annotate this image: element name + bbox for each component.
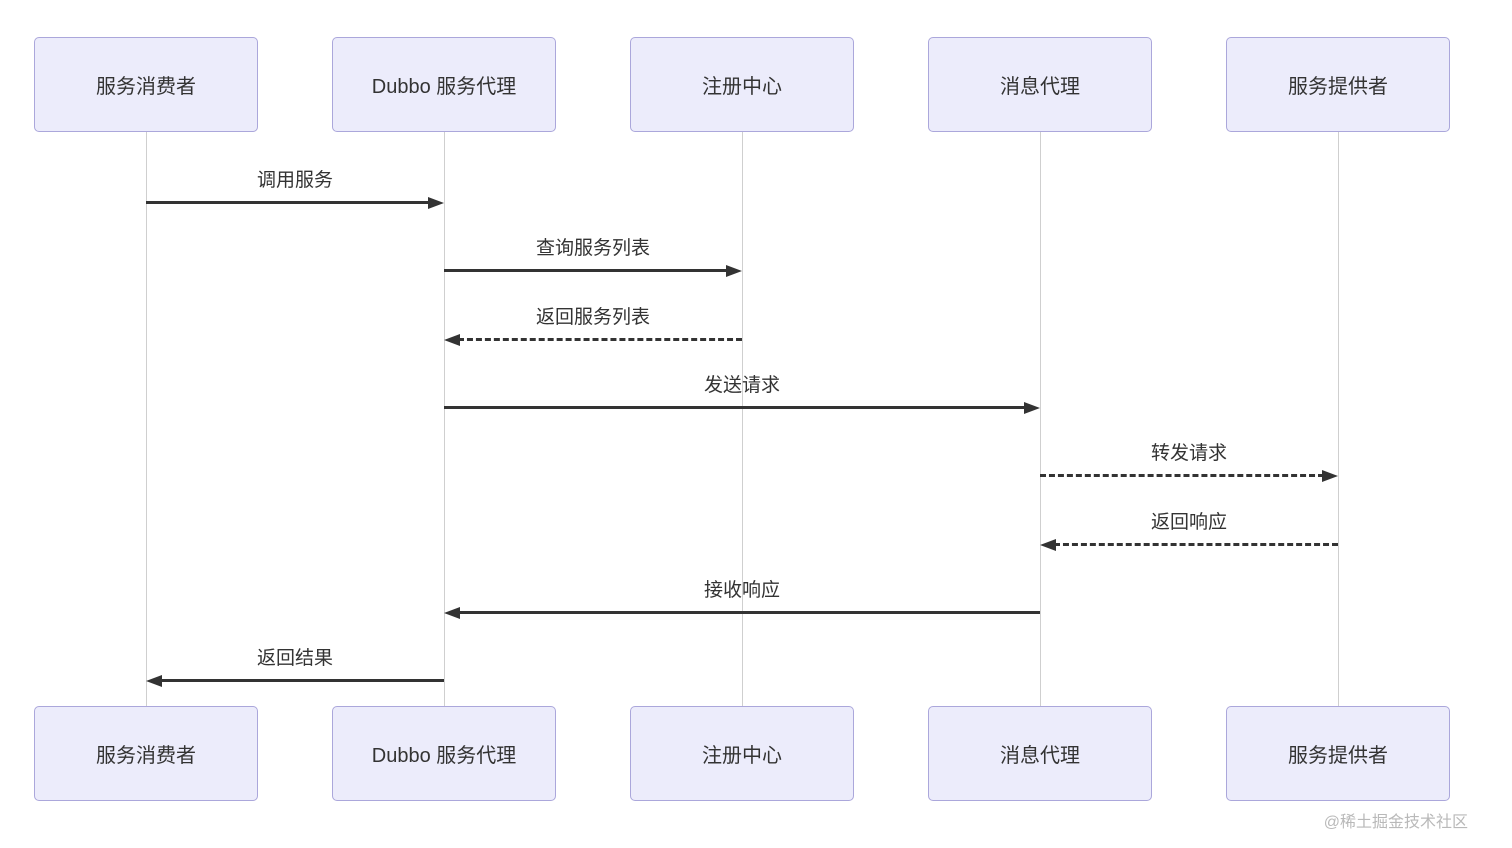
lifeline-registry-center — [741, 132, 743, 706]
actor-top-service-provider: 服务提供者 — [1226, 37, 1450, 132]
actor-top-message-broker: 消息代理 — [928, 37, 1152, 132]
lifeline-dubbo-proxy — [443, 132, 445, 706]
actor-bottom-service-provider: 服务提供者 — [1226, 706, 1450, 801]
arrowhead-2 — [726, 264, 742, 277]
arrowhead-1 — [428, 196, 444, 209]
arrowhead-7 — [444, 606, 460, 619]
arrowhead-4 — [1024, 401, 1040, 414]
arrowhead-8 — [146, 674, 162, 687]
message-line-3 — [458, 338, 742, 341]
message-label-6: 返回响应 — [1150, 512, 1227, 533]
actor-bottom-message-broker: 消息代理 — [928, 706, 1152, 801]
message-label-2: 查询服务列表 — [535, 238, 650, 259]
actor-top-registry-center: 注册中心 — [630, 37, 854, 132]
watermark: @稀土掘金技术社区 — [1323, 814, 1468, 831]
message-label-5: 转发请求 — [1150, 443, 1227, 464]
message-line-8 — [160, 679, 444, 682]
actor-bottom-dubbo-proxy: Dubbo 服务代理 — [332, 706, 556, 801]
actor-bottom-registry-center: 注册中心 — [630, 706, 854, 801]
message-line-2 — [444, 269, 728, 272]
lifeline-message-broker — [1039, 132, 1041, 706]
lifeline-service-provider — [1337, 132, 1339, 706]
arrowhead-5 — [1322, 469, 1338, 482]
message-label-7: 接收响应 — [703, 580, 780, 601]
arrowhead-6 — [1040, 538, 1056, 551]
actor-top-service-consumer: 服务消费者 — [34, 37, 258, 132]
lifeline-service-consumer — [145, 132, 147, 706]
arrowhead-3 — [444, 333, 460, 346]
message-label-3: 返回服务列表 — [535, 307, 650, 328]
actor-bottom-service-consumer: 服务消费者 — [34, 706, 258, 801]
message-line-4 — [444, 406, 1026, 409]
actor-top-dubbo-proxy: Dubbo 服务代理 — [332, 37, 556, 132]
message-line-5 — [1040, 474, 1324, 477]
message-line-1 — [146, 201, 430, 204]
message-label-4: 发送请求 — [703, 375, 780, 396]
message-label-1: 调用服务 — [256, 170, 333, 191]
message-label-8: 返回结果 — [256, 648, 333, 669]
message-line-7 — [458, 611, 1040, 614]
message-line-6 — [1054, 543, 1338, 546]
